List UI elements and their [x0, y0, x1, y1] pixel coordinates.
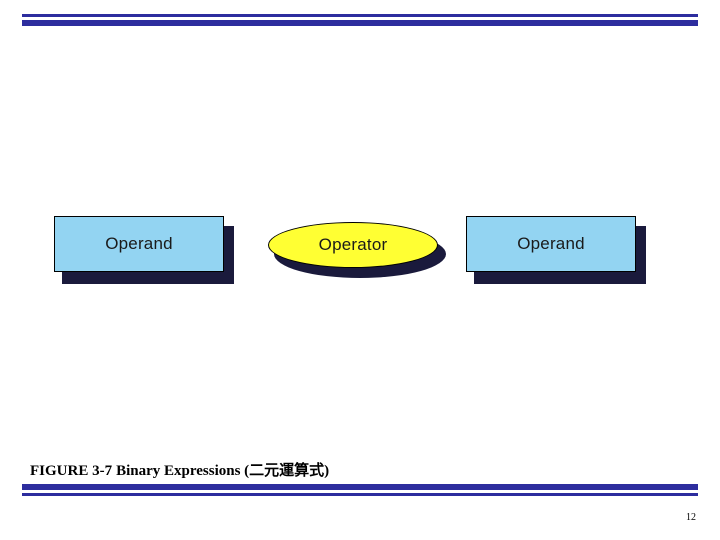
binary-expression-diagram: Operand Operator Operand: [54, 216, 646, 284]
label-operand-left: Operand: [105, 234, 173, 253]
ellipse-operator: Operator: [268, 222, 438, 268]
box-operand-left: Operand: [54, 216, 224, 272]
label-operand-right: Operand: [517, 234, 585, 253]
figure-id: FIGURE 3-7: [30, 463, 113, 479]
label-operator: Operator: [318, 235, 388, 254]
box-operand-right: Operand: [466, 216, 636, 272]
figure-title: Binary Expressions (二元運算式): [116, 463, 330, 479]
page-number: 12: [686, 512, 696, 523]
bottom-rule-thin: [22, 493, 698, 496]
bottom-rule-thick: [22, 484, 698, 490]
top-rule-thick: [22, 20, 698, 26]
top-rule-thin: [22, 14, 698, 17]
